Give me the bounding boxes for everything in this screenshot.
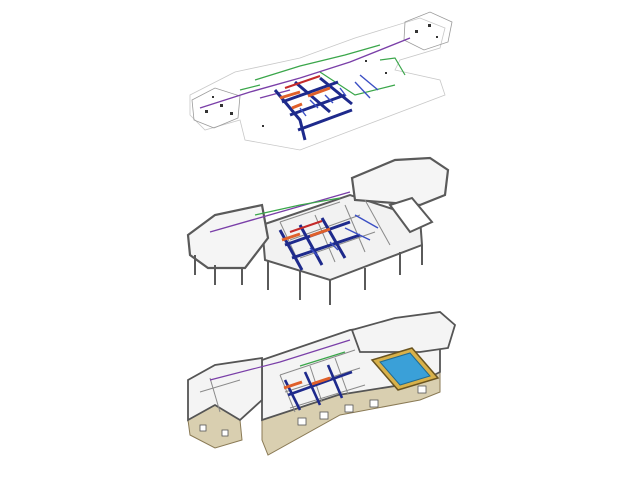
structure-red-pipe — [289, 220, 323, 233]
building-left-wing-floor — [187, 356, 263, 422]
building-right-wing — [350, 311, 457, 353]
mep-orange-pipes — [279, 86, 331, 110]
mep-green-pipes — [239, 44, 406, 96]
structure-purple-pipe — [209, 191, 351, 233]
panel-mep-systems — [189, 11, 453, 151]
mep-purple-pipes — [199, 37, 411, 109]
building-green-pipe — [299, 351, 346, 367]
mep-left-wing — [191, 87, 241, 129]
structure-columns — [194, 245, 423, 305]
pool-water — [379, 352, 431, 386]
structure-orange-pipes — [281, 227, 331, 242]
mep-red-pipe — [284, 75, 321, 89]
mep-floor-outline — [189, 17, 446, 151]
structure-courtyard — [388, 196, 434, 234]
building-orange-pipes — [283, 376, 331, 390]
building-purple-pipe — [209, 339, 351, 381]
building-windows — [199, 385, 427, 437]
structure-right-wing — [350, 156, 450, 207]
panel-structure-and-mep — [186, 156, 450, 305]
building-ducts — [283, 364, 353, 411]
mep-fixtures — [205, 24, 438, 127]
structure-green-pipe — [254, 197, 341, 216]
panel-full-building — [187, 311, 457, 456]
mep-branch-ducts — [299, 74, 379, 117]
structure-branch-ducts — [309, 214, 379, 257]
mep-main-ducts — [273, 76, 353, 141]
mep-right-wing — [403, 11, 453, 51]
